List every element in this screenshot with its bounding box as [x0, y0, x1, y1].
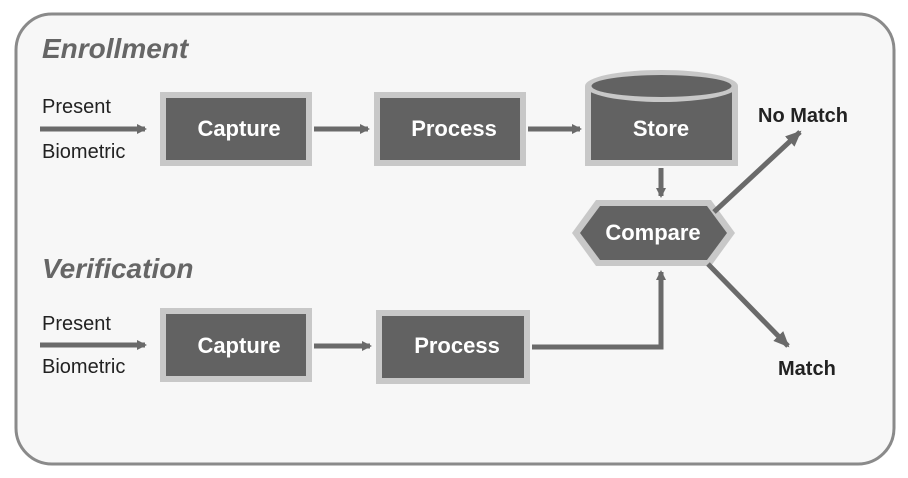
enrollment-capture-box: Capture	[160, 92, 312, 166]
store-database-icon: Store	[585, 70, 738, 166]
verification-capture-box: Capture	[160, 308, 312, 382]
enrollment-process-box: Process	[374, 92, 526, 166]
verification-input-label-biometric: Biometric	[42, 356, 125, 378]
enrollment-capture-label: Capture	[197, 116, 280, 141]
enrollment-title: Enrollment	[42, 33, 190, 64]
diagram-frame	[14, 12, 896, 466]
compare-label: Compare	[605, 220, 700, 245]
enrollment-input-label-present: Present	[42, 96, 111, 118]
verification-input-label-present: Present	[42, 313, 111, 335]
verification-capture-label: Capture	[197, 333, 280, 358]
verification-process-label: Process	[414, 333, 500, 358]
no-match-label: No Match	[758, 105, 848, 127]
verification-process-to-compare-arrow	[532, 270, 666, 350]
enrollment-process-label: Process	[411, 116, 497, 141]
verification-title: Verification	[42, 253, 193, 284]
compare-to-match-arrow	[706, 262, 790, 348]
match-label: Match	[778, 358, 836, 380]
store-label: Store	[633, 116, 689, 141]
verification-process-box: Process	[376, 310, 530, 384]
enrollment-input-label-biometric: Biometric	[42, 141, 125, 163]
compare-hexagon: Compare	[572, 200, 735, 266]
compare-to-no-match-arrow	[712, 130, 802, 214]
